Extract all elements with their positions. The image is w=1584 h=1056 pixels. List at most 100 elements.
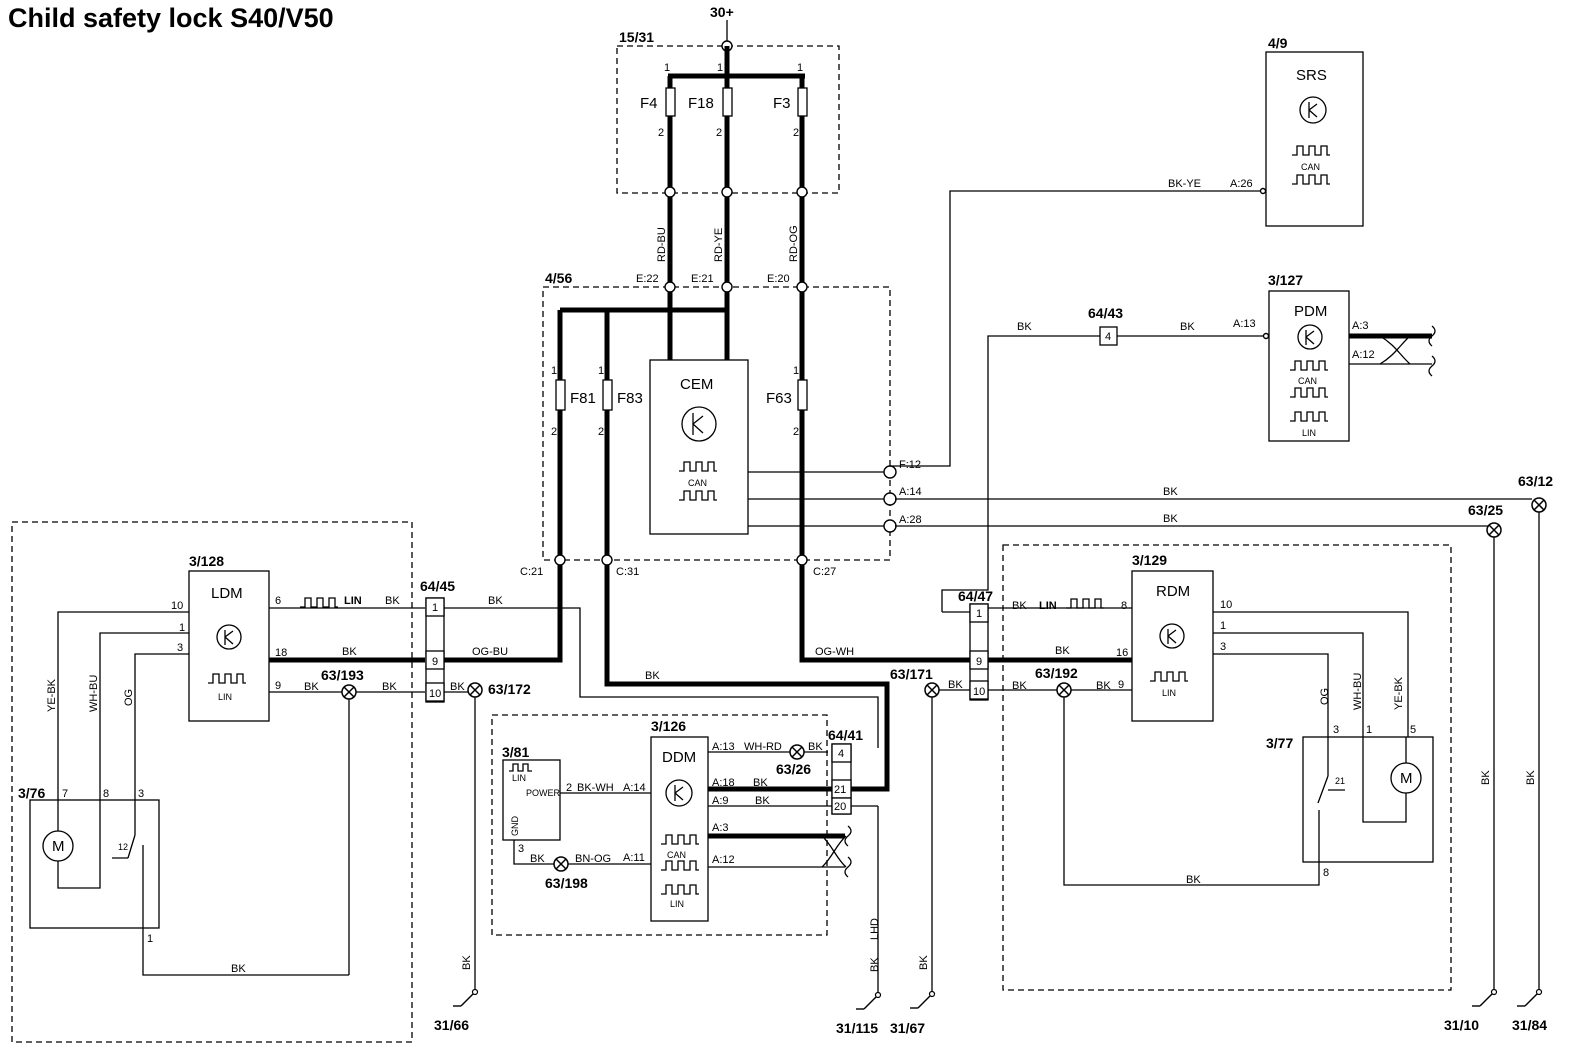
svg-text:BK: BK [488, 595, 503, 607]
pdm-module: 3/127 PDM CAN LIN A:13 A:3 A:12 [1233, 272, 1375, 442]
ground-31-115: 31/115 [836, 1020, 878, 1036]
connector-64-41: 64/41 4 21 20 [828, 727, 863, 815]
svg-text:A:3: A:3 [712, 822, 729, 834]
switch-icon [1317, 737, 1345, 862]
svg-text:A:3: A:3 [1352, 320, 1369, 332]
svg-text:5: 5 [1410, 724, 1416, 736]
svg-text:A:12: A:12 [1352, 349, 1375, 361]
supply-label: 30+ [710, 4, 734, 20]
svg-text:BK: BK [645, 670, 660, 682]
connector-64-47: 64/47 1 9 10 [958, 588, 993, 701]
wire-rd-og: RD-OG [788, 225, 800, 262]
svg-text:YE-BK: YE-BK [46, 678, 58, 712]
splice-63-26: 63/26 [776, 761, 811, 777]
pdm-id: 3/127 [1268, 272, 1303, 288]
svg-text:1: 1 [432, 602, 438, 614]
door-lock-3-77: 3/77 M 3 1 5 8 21 [1266, 724, 1434, 879]
srs-id: 4/9 [1268, 35, 1288, 51]
svg-text:8: 8 [1121, 600, 1127, 612]
svg-text:BK: BK [948, 679, 963, 691]
svg-text:1: 1 [147, 933, 153, 945]
fuse-f18: 1 2 F18 [688, 62, 733, 192]
svg-text:2: 2 [566, 782, 572, 794]
door-lock-3-76: 3/76 M 7 8 3 1 12 [18, 785, 160, 945]
motor-icon: M [52, 838, 65, 855]
svg-text:3: 3 [1220, 641, 1226, 653]
connector-64-45-id: 64/45 [420, 578, 455, 594]
svg-text:BK: BK [1012, 680, 1027, 692]
wire-bk-ye: BK-YE [1168, 178, 1201, 190]
switch-module-3-81: 3/81 LIN POWER GND 2 3 [502, 744, 572, 855]
svg-text:9: 9 [976, 656, 982, 668]
svg-text:4: 4 [1105, 331, 1111, 343]
svg-text:1: 1 [1366, 724, 1372, 736]
svg-text:A:13: A:13 [1233, 318, 1256, 330]
svg-text:BK: BK [1480, 770, 1492, 785]
svg-text:8: 8 [103, 788, 109, 800]
ldm-id: 3/128 [189, 553, 224, 569]
svg-text:BK: BK [918, 955, 930, 970]
svg-text:GND: GND [510, 816, 520, 837]
ddm-module: 3/126 DDM CAN LIN A:13 A:18 A:9 A:3 A:12… [623, 718, 735, 922]
svg-text:2: 2 [551, 426, 557, 438]
fuse-f63-label: F63 [766, 390, 792, 407]
ground-31-10: 31/10 [1444, 1017, 1479, 1033]
svg-text:YE-BK: YE-BK [1393, 676, 1405, 710]
svg-text:1: 1 [664, 62, 670, 74]
lock-3-76-id: 3/76 [18, 785, 45, 801]
svg-text:1: 1 [598, 365, 604, 377]
svg-text:LIN: LIN [1039, 600, 1057, 612]
svg-text:1: 1 [551, 365, 557, 377]
wire-rd-ye: RD-YE [713, 228, 725, 262]
svg-text:CAN: CAN [1301, 162, 1320, 172]
fuse-f83-label: F83 [617, 390, 643, 407]
switch-3-81-id: 3/81 [502, 744, 529, 760]
svg-text:3: 3 [177, 642, 183, 654]
svg-text:10: 10 [973, 686, 985, 698]
wire-rd-bu: RD-BU [656, 227, 668, 262]
rdm-id: 3/129 [1132, 552, 1167, 568]
svg-text:10: 10 [429, 688, 441, 700]
svg-text:BK: BK [450, 681, 465, 693]
connector-64-45: 64/45 1 9 10 [420, 578, 455, 703]
svg-text:A:9: A:9 [712, 795, 729, 807]
svg-text:BK: BK [385, 595, 400, 607]
transistor-icon [224, 630, 234, 645]
svg-text:9: 9 [275, 680, 281, 692]
srs-module: 4/9 SRS CAN A:26 [1230, 35, 1364, 227]
svg-text:BN-OG: BN-OG [575, 853, 611, 865]
svg-text:A:14: A:14 [899, 486, 922, 498]
lock-3-77-id: 3/77 [1266, 735, 1293, 751]
svg-text:BK: BK [1096, 680, 1111, 692]
svg-text:20: 20 [834, 801, 846, 813]
svg-text:2: 2 [793, 127, 799, 139]
fuse-f3-label: F3 [773, 95, 791, 112]
svg-text:BK: BK [755, 795, 770, 807]
svg-text:2: 2 [793, 426, 799, 438]
svg-text:CAN: CAN [667, 850, 686, 860]
transistor-icon [674, 785, 684, 801]
transistor-icon [1167, 629, 1177, 644]
svg-text:2: 2 [716, 127, 722, 139]
svg-text:10: 10 [1220, 599, 1232, 611]
svg-text:BK: BK [1163, 513, 1178, 525]
svg-text:BK: BK [1186, 874, 1201, 886]
svg-text:A:14: A:14 [623, 782, 646, 794]
connector-64-43 [1099, 326, 1118, 346]
cem-name: CEM [680, 376, 713, 393]
svg-text:OG-WH: OG-WH [815, 646, 854, 658]
svg-text:A:18: A:18 [712, 777, 735, 789]
svg-text:A:13: A:13 [712, 741, 735, 753]
svg-text:BK-WH: BK-WH [577, 782, 614, 794]
fuse-f4: 1 2 F4 [640, 62, 676, 192]
svg-text:CAN: CAN [1298, 376, 1317, 386]
svg-text:4: 4 [838, 748, 844, 760]
splice-63-171: 63/171 [890, 666, 933, 682]
svg-text:LIN: LIN [670, 899, 684, 909]
fuse-f3: 1 2 F3 [773, 62, 808, 192]
ddm-name: DDM [662, 749, 696, 766]
diagram-title: Child safety lock S40/V50 [8, 3, 334, 33]
cem-box-id: 4/56 [545, 270, 572, 286]
svg-text:LHD: LHD [869, 918, 881, 940]
